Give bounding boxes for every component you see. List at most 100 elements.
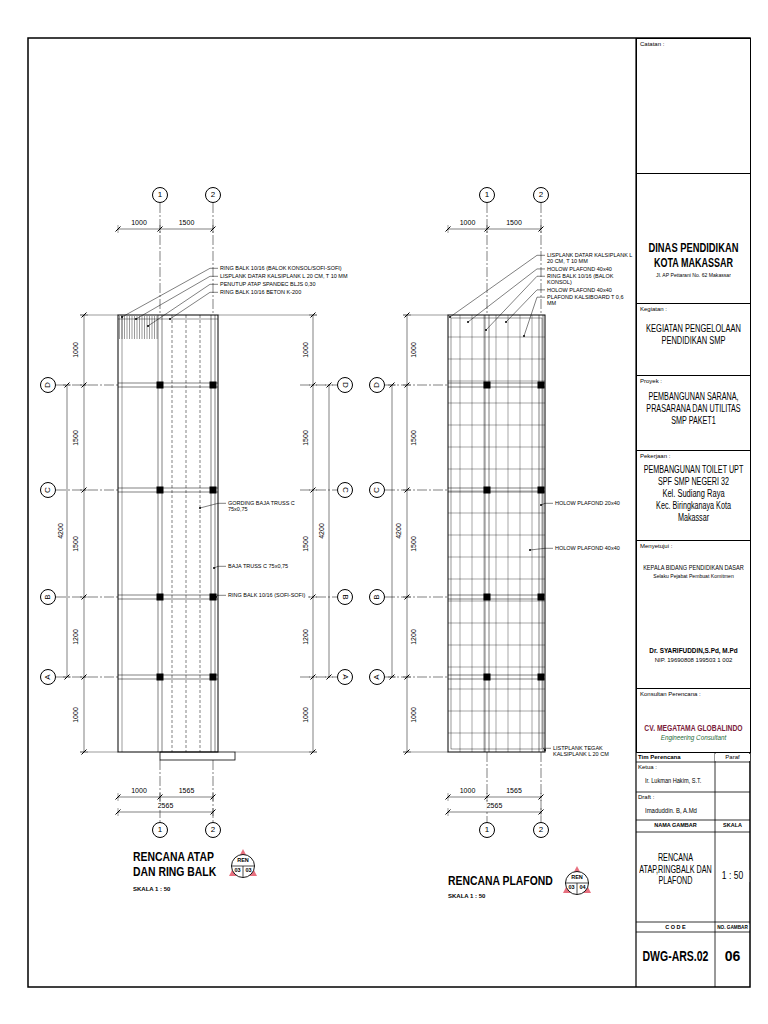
dimension-tick — [82, 488, 87, 493]
leader-line — [541, 503, 553, 505]
grid-bubble: A — [369, 669, 385, 685]
grid-bubble: 1 — [479, 822, 495, 838]
grid-label: A — [373, 674, 381, 679]
grid-bubble: D — [369, 377, 385, 393]
marker-divider — [577, 883, 578, 895]
grid-bubble: A — [40, 669, 56, 685]
leader-dot — [215, 596, 217, 598]
table-cell: Ir. Lukman Hakim, S.T. — [645, 777, 711, 785]
table-cell: Paraf — [715, 754, 750, 761]
ceiling-hollow — [448, 513, 545, 514]
dimension-line — [329, 385, 330, 677]
roof-hatch — [149, 316, 150, 339]
dimension-tick — [82, 595, 87, 600]
ring-beam — [215, 315, 216, 752]
table-line — [636, 762, 750, 763]
title-block-text: PEMBANGUNAN SARANA, PRASARANA DAN UTILIT… — [640, 391, 747, 427]
leader-line — [468, 269, 545, 322]
title-block-cell: Proyek :PEMBANGUNAN SARANA, PRASARANA DA… — [636, 375, 751, 451]
ceiling-hollow — [448, 535, 545, 536]
ceiling-hollow — [448, 711, 545, 712]
marker-text: 03 — [568, 885, 574, 891]
dimension: 1000 — [410, 341, 418, 359]
table-cell: NO. GAMBAR — [716, 924, 749, 930]
marker-text: 03 — [245, 868, 251, 874]
ring-beam — [485, 315, 486, 752]
ring-beam — [118, 492, 218, 493]
grid-label: A — [341, 674, 349, 679]
dimension-line — [84, 315, 85, 752]
grid-label: B — [341, 594, 349, 599]
plan-outline — [118, 315, 218, 752]
column — [484, 382, 491, 389]
grid-label: 2 — [539, 191, 543, 199]
grid-bubble: A — [337, 669, 353, 685]
ring-beam — [158, 315, 159, 752]
ceiling-hollow — [448, 689, 545, 690]
grid-axis — [385, 677, 448, 678]
column — [210, 674, 217, 681]
grid-axis — [385, 385, 448, 386]
grid-bubble: C — [337, 482, 353, 498]
dimension: 1500 — [302, 535, 310, 553]
dimension: 4200 — [57, 522, 65, 540]
grid-bubble: 2 — [205, 822, 221, 838]
dimension-tick — [390, 383, 395, 388]
leader-line — [214, 566, 226, 568]
leader-dot — [540, 504, 542, 506]
leader-line — [506, 290, 545, 322]
leader-line — [486, 276, 545, 330]
scale-note: SKALA 1 : 50 — [448, 893, 485, 900]
dimension-tick — [65, 675, 70, 680]
fascia — [122, 315, 123, 752]
table-cell: 1 : 50 — [716, 870, 749, 882]
dimension-tick — [405, 488, 410, 493]
dimension-tick — [158, 795, 163, 800]
ceiling-hollow — [532, 315, 533, 752]
grid-axis — [56, 385, 118, 386]
dimension-tick — [82, 675, 87, 680]
leader-line — [122, 268, 218, 317]
title-block-text: Selaku Pejabat Pembuat Komitmen — [640, 573, 747, 580]
ceiling-hollow — [448, 425, 545, 426]
grid-axis — [300, 677, 337, 678]
ceiling-hollow — [448, 491, 545, 492]
marker-text: 04 — [579, 885, 585, 891]
title-block-text: Menyetujui : — [640, 543, 747, 550]
roof-hatch — [152, 316, 153, 339]
leader-dot — [505, 321, 507, 323]
dimension: 1000 — [302, 341, 310, 359]
dimension: 1500 — [72, 535, 80, 553]
dimension: 4200 — [395, 522, 403, 540]
dimension: 1000 — [302, 706, 310, 724]
leader-line — [450, 255, 545, 317]
marker-shape — [562, 866, 592, 896]
title-block-text: Jl. AP Pettarani No. 62 Makassar — [640, 272, 747, 279]
dimension: 1565 — [178, 787, 196, 795]
dimension-line — [448, 229, 541, 230]
section-marker: REN0303 — [228, 849, 258, 879]
roof-hatch — [144, 316, 145, 339]
dimension-tick — [485, 227, 490, 232]
ring-beam — [448, 492, 545, 493]
ceiling-hollow — [448, 381, 545, 382]
dimension-line — [313, 315, 314, 752]
scale-note: SKALA 1 : 50 — [133, 886, 170, 893]
purlin — [200, 315, 201, 752]
table-line — [636, 932, 750, 933]
callout: LISTPLANK TEGAK KALSIPLANK L 20 CM — [553, 745, 633, 758]
title-block-cell: Kegiatan :KEGIATAN PENGELOLAAN PENDIDIKA… — [636, 303, 751, 376]
table-cell: NAMA GAMBAR — [637, 822, 714, 828]
grid-axis — [160, 203, 161, 315]
dimension-line — [448, 797, 541, 798]
column — [210, 487, 217, 494]
dimension: 1000 — [410, 706, 418, 724]
title-block-cell: Catatan : — [636, 38, 751, 174]
grid-label: C — [44, 487, 52, 493]
sheet-drawing — [28, 38, 750, 987]
leader-dot — [485, 329, 487, 331]
column — [538, 487, 545, 494]
sheet-frame — [28, 38, 750, 987]
dimension-tick — [327, 675, 332, 680]
title-block-text: Pekerjaan : — [640, 453, 747, 460]
